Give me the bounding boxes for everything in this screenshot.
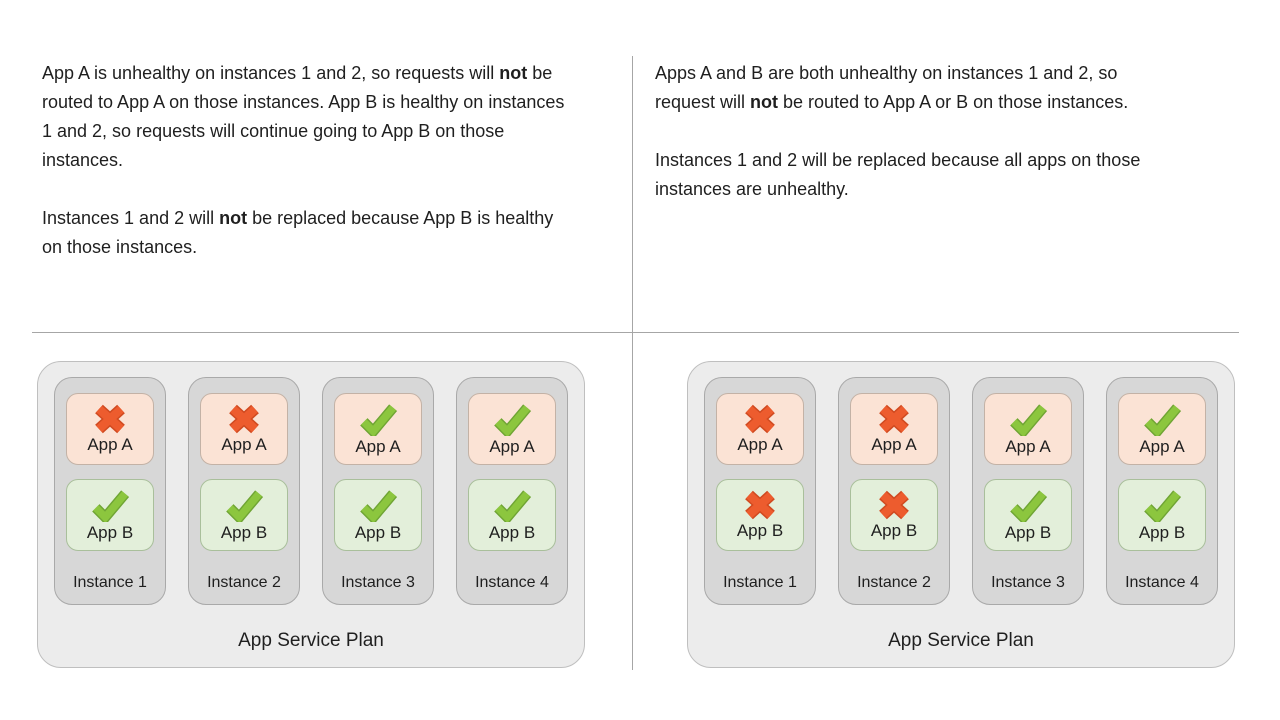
text-segment: be replaced because App B is healthy on … xyxy=(42,208,554,257)
cross-icon xyxy=(229,404,259,433)
description-paragraph: Instances 1 and 2 will not be replaced b… xyxy=(42,204,566,262)
instance-label: Instance 2 xyxy=(857,574,931,591)
instance-label: Instance 4 xyxy=(1125,574,1199,591)
instance-box-3: App A App B Instance 3 xyxy=(972,377,1084,605)
instance-label: Instance 4 xyxy=(475,574,549,591)
text-segment: be routed to App A on those instances. A… xyxy=(42,63,565,170)
description-text: Apps A and B are both unhealthy on insta… xyxy=(655,59,1151,204)
instance-box-1: App A App B Instance 1 xyxy=(704,377,816,605)
instance-box-2: App A App B Instance 2 xyxy=(838,377,950,605)
instance-label: Instance 2 xyxy=(207,574,281,591)
instance-box-2: App A App B Instance 2 xyxy=(188,377,300,605)
instances-row: App A App B Instance 1 App A xyxy=(688,377,1234,605)
app-b-tile: App B xyxy=(984,479,1072,551)
text-segment: be routed to App A or B on those instanc… xyxy=(778,92,1129,112)
app-a-tile: App A xyxy=(850,393,938,465)
app-label: App A xyxy=(355,436,401,456)
check-icon xyxy=(360,489,398,522)
cross-icon xyxy=(745,490,775,519)
app-a-tile: App A xyxy=(984,393,1072,465)
cross-icon xyxy=(745,404,775,433)
app-label: App B xyxy=(354,522,402,542)
app-a-tile: App A xyxy=(1118,393,1206,465)
app-label: App A xyxy=(87,434,133,454)
check-icon xyxy=(1010,403,1048,436)
app-label: App A xyxy=(1005,436,1051,456)
description-paragraph: App A is unhealthy on instances 1 and 2,… xyxy=(42,59,566,175)
app-a-tile: App A xyxy=(66,393,154,465)
text-segment: not xyxy=(499,63,528,83)
app-a-tile: App A xyxy=(468,393,556,465)
app-label: App A xyxy=(1139,436,1185,456)
app-label: App B xyxy=(870,520,918,540)
app-service-plan-label: App Service Plan xyxy=(238,630,384,651)
app-b-tile: App B xyxy=(468,479,556,551)
text-segment: Instances 1 and 2 will xyxy=(42,208,220,228)
instance-label: Instance 1 xyxy=(73,574,147,591)
check-icon xyxy=(1144,403,1182,436)
app-a-tile: App A xyxy=(200,393,288,465)
app-label: App A xyxy=(221,434,267,454)
check-icon xyxy=(360,403,398,436)
app-b-tile: App B xyxy=(716,479,804,551)
cross-icon xyxy=(879,404,909,433)
app-label: App B xyxy=(220,522,268,542)
instance-box-3: App A App B Instance 3 xyxy=(322,377,434,605)
app-label: App A xyxy=(737,434,783,454)
app-a-tile: App A xyxy=(334,393,422,465)
check-icon xyxy=(494,489,532,522)
text-segment: not xyxy=(750,92,779,112)
cross-icon xyxy=(879,490,909,519)
app-b-tile: App B xyxy=(334,479,422,551)
app-b-tile: App B xyxy=(850,479,938,551)
text-segment: not xyxy=(219,208,248,228)
description-paragraph: Instances 1 and 2 will be replaced becau… xyxy=(655,146,1151,204)
app-b-tile: App B xyxy=(200,479,288,551)
app-label: App B xyxy=(488,522,536,542)
instance-box-4: App A App B Instance 4 xyxy=(1106,377,1218,605)
instance-label: Instance 1 xyxy=(723,574,797,591)
instance-box-4: App A App B Instance 4 xyxy=(456,377,568,605)
vertical-divider xyxy=(632,56,633,670)
text-segment: Instances 1 and 2 will be replaced becau… xyxy=(655,150,1141,199)
horizontal-divider xyxy=(32,332,1239,333)
cross-icon xyxy=(95,404,125,433)
instances-row: App A App B Instance 1 App A xyxy=(38,377,584,605)
app-a-tile: App A xyxy=(716,393,804,465)
instance-label: Instance 3 xyxy=(341,574,415,591)
app-label: App A xyxy=(489,436,535,456)
app-label: App B xyxy=(86,522,134,542)
app-label: App A xyxy=(871,434,917,454)
check-icon xyxy=(226,489,264,522)
text-segment: Apps A and B are both unhealthy on insta… xyxy=(655,63,1118,112)
app-b-tile: App B xyxy=(66,479,154,551)
app-label: App B xyxy=(1004,522,1052,542)
instance-label: Instance 3 xyxy=(991,574,1065,591)
description-text: App A is unhealthy on instances 1 and 2,… xyxy=(42,59,566,262)
description-paragraph: Apps A and B are both unhealthy on insta… xyxy=(655,59,1151,117)
app-label: App B xyxy=(1138,522,1186,542)
app-service-plan-box: App A App B Instance 1 App A xyxy=(687,361,1235,668)
instance-box-1: App A App B Instance 1 xyxy=(54,377,166,605)
app-service-plan-label: App Service Plan xyxy=(888,630,1034,651)
text-segment: App A is unhealthy on instances 1 and 2,… xyxy=(42,63,500,83)
check-icon xyxy=(1010,489,1048,522)
app-b-tile: App B xyxy=(1118,479,1206,551)
check-icon xyxy=(494,403,532,436)
app-service-plan-box: App A App B Instance 1 App A xyxy=(37,361,585,668)
check-icon xyxy=(92,489,130,522)
check-icon xyxy=(1144,489,1182,522)
app-label: App B xyxy=(736,520,784,540)
